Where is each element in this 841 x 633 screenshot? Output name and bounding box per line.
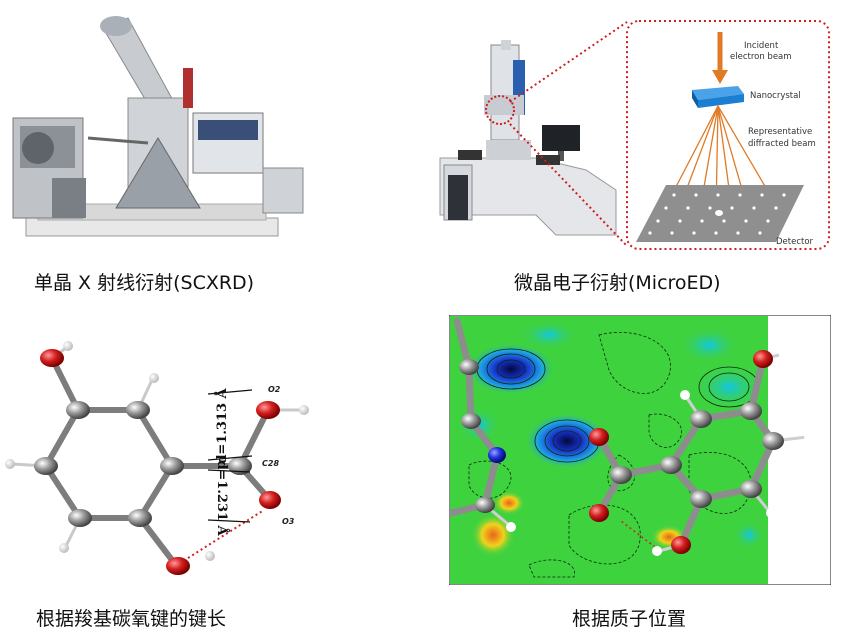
label-o2: O2 xyxy=(268,385,281,394)
caption-scxrd: 单晶 X 射线衍射(SCXRD) xyxy=(34,272,255,294)
caption-microed: 微晶电子衍射(MicroED) xyxy=(514,272,721,294)
microed-instrument-image xyxy=(436,40,626,240)
microed-schematic: Incident electron beam Nanocrystal Repre… xyxy=(626,20,830,250)
label-incident-beam-1: Incident xyxy=(744,41,779,51)
scxrd-instrument-image xyxy=(8,8,308,248)
label-bond-upper: d=1.313 Å xyxy=(214,387,230,463)
label-diffracted-beam-1: Representative xyxy=(748,127,812,137)
label-c28: C28 xyxy=(262,459,279,468)
label-nanocrystal: Nanocrystal xyxy=(750,91,801,101)
label-diffracted-beam-2: diffracted beam xyxy=(748,139,816,149)
density-map-image xyxy=(449,315,831,585)
caption-bond-length: 根据羧基碳氧键的键长 xyxy=(36,608,227,630)
label-bond-lower: d=1.231 Å xyxy=(214,460,230,536)
label-incident-beam-2: electron beam xyxy=(730,52,792,62)
label-detector: Detector xyxy=(776,237,814,247)
label-o3: O3 xyxy=(282,517,295,526)
molecule-bond-length-image: d=1.313 Å d=1.231 Å O2 C28 O3 xyxy=(0,320,330,580)
caption-proton-position: 根据质子位置 xyxy=(572,608,687,630)
microed-zoom-connector xyxy=(509,21,628,247)
